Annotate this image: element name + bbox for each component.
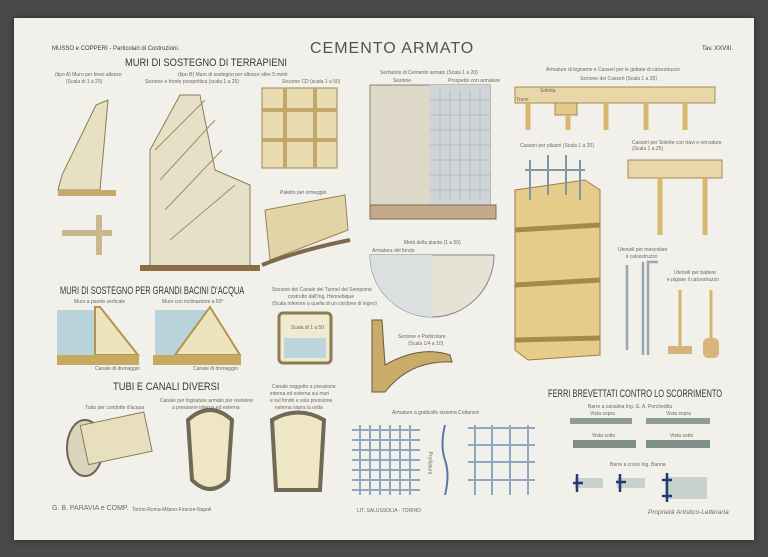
caption: Armatura del fondo <box>372 248 415 254</box>
caption: e pigiare il calcestruzzo <box>667 277 719 283</box>
label: Canale di drenaggio <box>193 366 238 372</box>
caption: Canale soggetto a pressione <box>272 384 336 390</box>
caption: Casseri per Solette con travi e nervatur… <box>632 140 722 152</box>
tank-detail <box>371 319 453 393</box>
label: Vista sopra <box>666 411 691 417</box>
caption: (tipo B) Muro di sostegno per altezze ol… <box>178 72 288 78</box>
beam-formwork <box>514 86 716 130</box>
tools <box>625 260 719 358</box>
caption: Sezione e fronte prospettica (scala 1 a … <box>145 79 239 85</box>
slab-formwork <box>627 159 723 235</box>
rights-notice: Proprietà Artistico-Letteraria <box>648 509 729 516</box>
label: Scala di 1 a 50 <box>291 325 325 331</box>
caption: Sezione <box>393 78 412 84</box>
caption: Metà della pianta (1 a 50) <box>404 240 461 246</box>
caption: Barre a canalina Ing. G. A. Porcheddu <box>588 404 673 410</box>
cottancin-mesh <box>352 424 535 496</box>
caption: Sezione e Particolare <box>398 334 446 340</box>
plate-number: Tav. XXVIII. <box>702 46 733 52</box>
caption: Sezione CD (scala 1 a 50) <box>282 79 341 85</box>
sheet-pile <box>264 194 349 261</box>
caption: (Scala inferiore a quella di un cordone … <box>272 301 377 307</box>
caption: Barre a croce Ing. Banna <box>610 462 666 468</box>
reservoir-wall-vertical <box>57 306 141 365</box>
caption: Armature di legname e Casseri per le get… <box>546 67 680 73</box>
wall-type-a <box>57 99 116 255</box>
caption: Casseri per pilastri (Scala 1 a 20) <box>520 143 594 149</box>
label: Vista sotto <box>592 433 616 439</box>
caption: Utensili per battere <box>674 270 716 276</box>
page-title: CEMENTO ARMATO <box>310 40 475 57</box>
label: Trave <box>516 97 529 103</box>
caption: Muro con inclinazione a 60° <box>162 299 224 305</box>
caption: Prospetto con armature <box>448 78 501 84</box>
section-title-retaining-walls: MURI DI SOSTEGNO DI TERRAPIENI <box>125 57 287 69</box>
caption: esterna sopra la volta <box>275 405 323 411</box>
caption: (tipo A) Muro per brevi altezze <box>55 72 122 78</box>
pillar-formwork <box>514 155 601 361</box>
cities: Torino-Roma-Milano-Firenze-Napoli <box>132 507 212 513</box>
wall-type-b <box>140 94 260 271</box>
caption: Canale per fognature armato per resister… <box>160 398 254 404</box>
label: Profilatura <box>426 451 433 475</box>
caption: il calcestruzzo <box>626 254 658 260</box>
caption: (Scala 1/4 a 10) <box>408 341 444 347</box>
simplon-canal <box>277 311 333 365</box>
caption: Sezione del Canale del Tunnel del Sempio… <box>272 287 372 293</box>
label: Vista sotto <box>670 433 694 439</box>
label: Soletta <box>540 88 556 94</box>
caption: costrutto dall'Ing. Hennebique <box>288 294 354 300</box>
section-title-pipes: TUBI E CANALI DIVERSI <box>113 381 220 393</box>
caption: Sezione dei Casseri (Scala 1 a 25) <box>580 76 657 82</box>
caption: a pressione interna ed esterna <box>172 405 240 411</box>
tank-elevation <box>369 84 497 220</box>
publisher: MUSSO e COPPERI - Particolari di Costruz… <box>52 46 180 52</box>
printer: G. B. PARAVIA e COMP. <box>52 505 129 512</box>
banna-bars <box>573 473 707 502</box>
sewer-canal <box>185 408 235 491</box>
reservoir-wall-inclined <box>153 305 242 365</box>
caption: Paletto per ormeggio <box>280 190 327 196</box>
caption: interna ed esterna sui muri <box>270 391 330 397</box>
lithographer: LIT. SALUSSOLIA - TORINO <box>357 508 422 514</box>
label: Canale di drenaggio <box>95 366 140 372</box>
section-cd <box>261 87 338 169</box>
pressure-canal <box>269 410 327 492</box>
caption: Tubo per condotte d'acqua <box>85 405 145 411</box>
caption: e sul fondo e sola pressione <box>270 398 333 404</box>
section-title-bars: FERRI BREVETTATI CONTRO LO SCORRIMENTO <box>548 388 723 400</box>
caption: Armature a graticolle sistema Cottancin <box>392 410 480 416</box>
tank-half-plan <box>369 254 495 318</box>
caption: (Scala di 1 a 25) <box>66 79 103 85</box>
section-title-reservoir: MURI DI SOSTEGNO PER GRANDI BACINI D'ACQ… <box>60 285 245 297</box>
label: Vista sopra <box>590 411 615 417</box>
caption: Utensili per mescolare <box>618 247 668 253</box>
pipe <box>66 411 153 477</box>
porcheddu-bars <box>570 418 710 448</box>
caption: Muro a parete verticale <box>74 299 126 305</box>
caption: Serbatoio di Cemento armato (Scala 1 a 2… <box>380 70 478 76</box>
